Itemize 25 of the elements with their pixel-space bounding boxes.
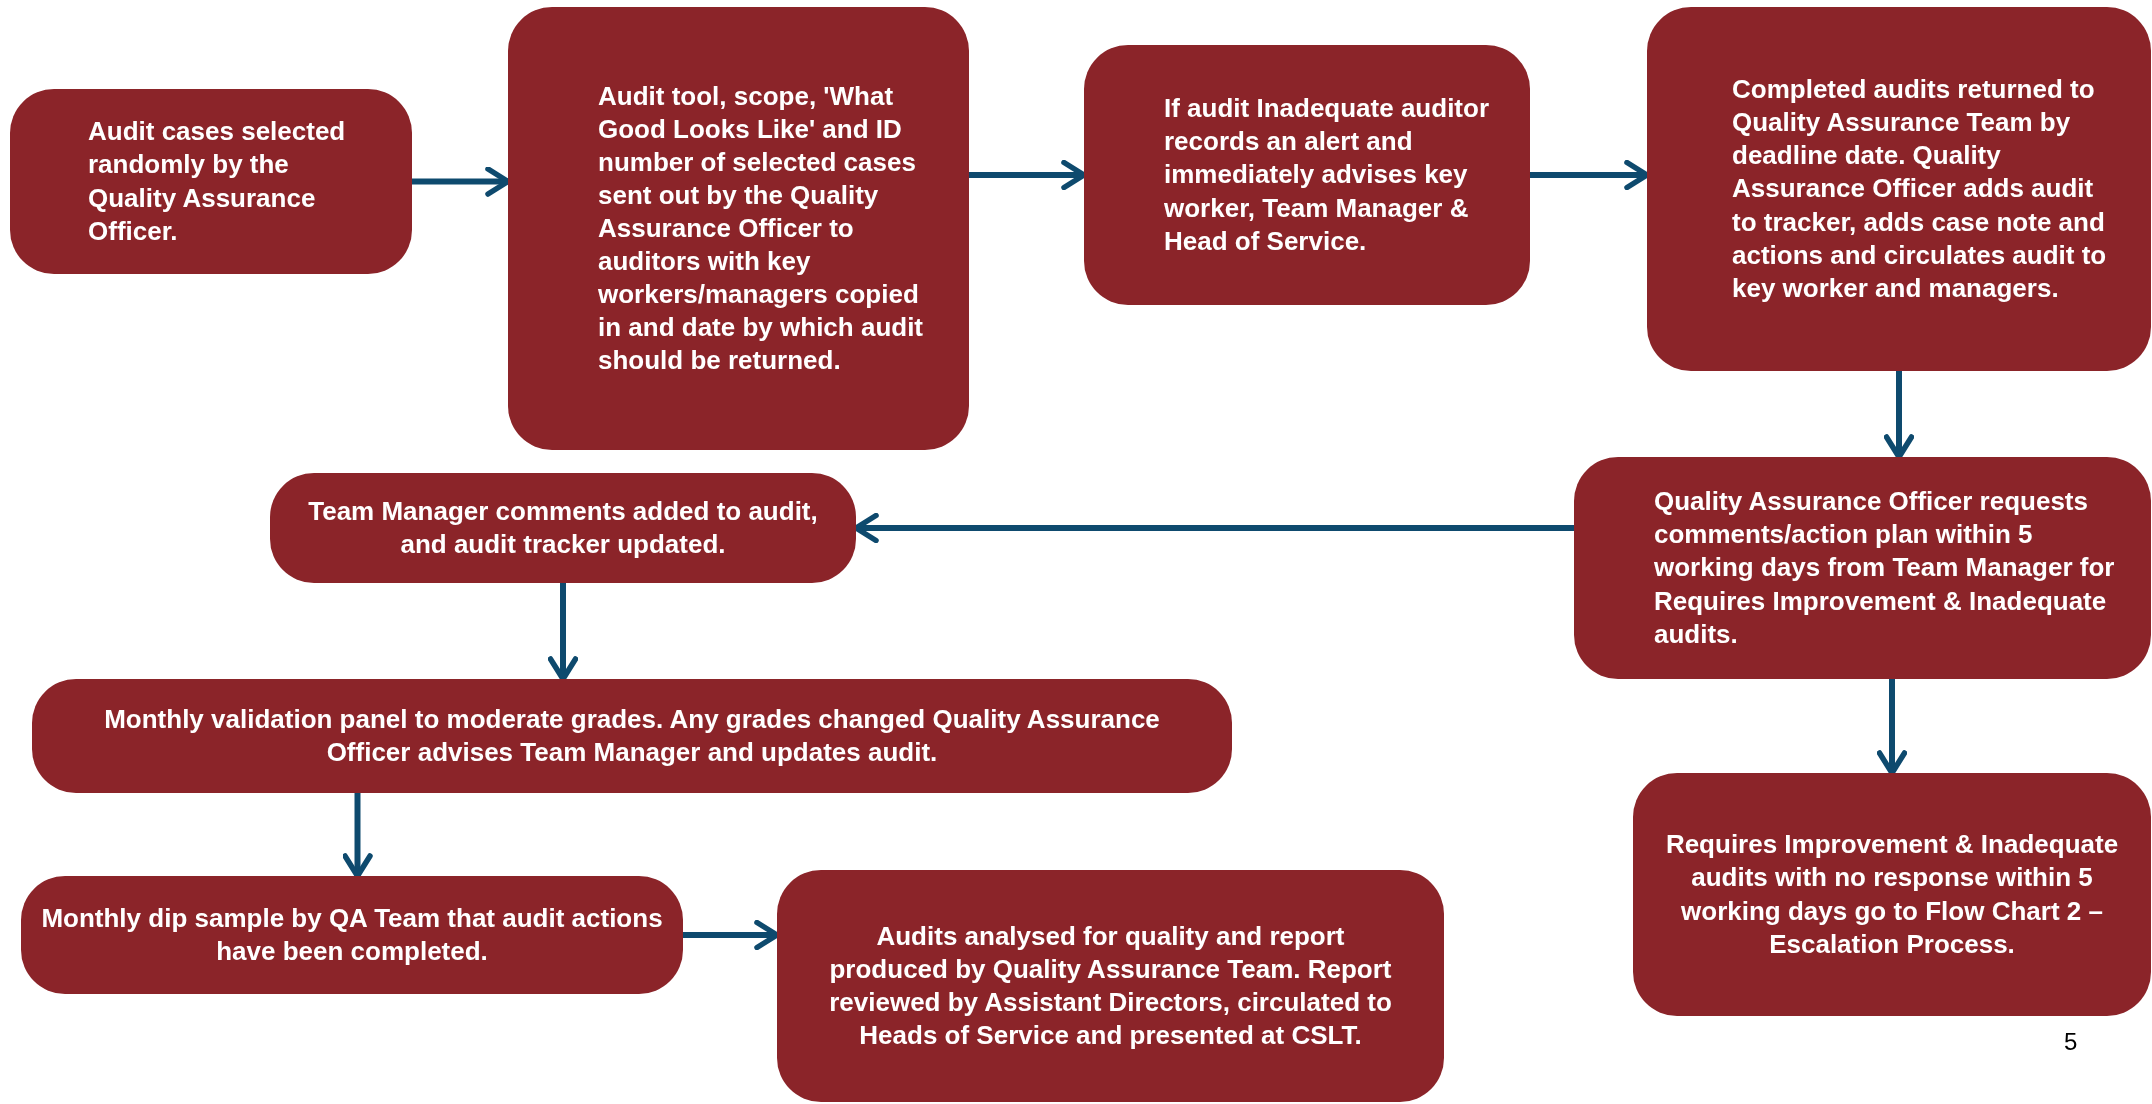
process-box [777, 870, 1444, 1102]
arrow [547, 583, 579, 682]
process-box [1633, 773, 2151, 1016]
step-text: Completed audits returned to Quality Assurance Team by deadline date. Quality Assurance Officer adds audit to tracker, adds case note and actions and circulates audit to key worker and managers. [1732, 73, 2108, 305]
step-text: Audit cases selected randomly by the Quality Assurance Officer. [88, 115, 347, 248]
step-text: Requires Improvement & Inadequate audits with no response within 5 working days go to Flow Chart 2 – Escalation Process. [1664, 828, 2120, 961]
process-box [1574, 457, 2151, 679]
step-text: Audit tool, scope, 'What Good Looks Like' and ID number of selected cases sent out by the Quality Assurance Officer to auditors with key workers/managers copied in and date by which audit should be returned. [598, 79, 925, 378]
process-box [1084, 45, 1530, 305]
process-box [270, 473, 856, 583]
step-text: Monthly dip sample by QA Team that audit actions have been completed. [41, 902, 663, 968]
process-box [32, 679, 1232, 793]
arrow [1876, 679, 1908, 776]
step-text: If audit Inadequate auditor records an alert and immediately advises key worker, Team Manager & Head of Service. [1164, 92, 1490, 258]
arrow [1883, 371, 1915, 460]
process-box [508, 7, 969, 450]
process-box [21, 876, 683, 994]
step-text: Quality Assurance Officer requests comments/action plan within 5 working days from Team Manager for Requires Improvement & Inadequate audits. [1654, 485, 2116, 651]
page-number: 5 [2064, 1028, 2078, 1056]
process-box [1647, 7, 2151, 371]
step-text: Audits analysed for quality and report produced by Quality Assurance Team. Report reviewed by Assistant Directors, circulated to Heads of Service and presented at CSLT. [828, 919, 1393, 1052]
process-box [10, 89, 412, 274]
step-text: Monthly validation panel to moderate grades. Any grades changed Quality Assurance Officer advises Team Manager and updates audit. [103, 703, 1161, 769]
arrow [342, 793, 373, 879]
step-text: Team Manager comments added to audit, and audit tracker updated. [307, 495, 819, 561]
